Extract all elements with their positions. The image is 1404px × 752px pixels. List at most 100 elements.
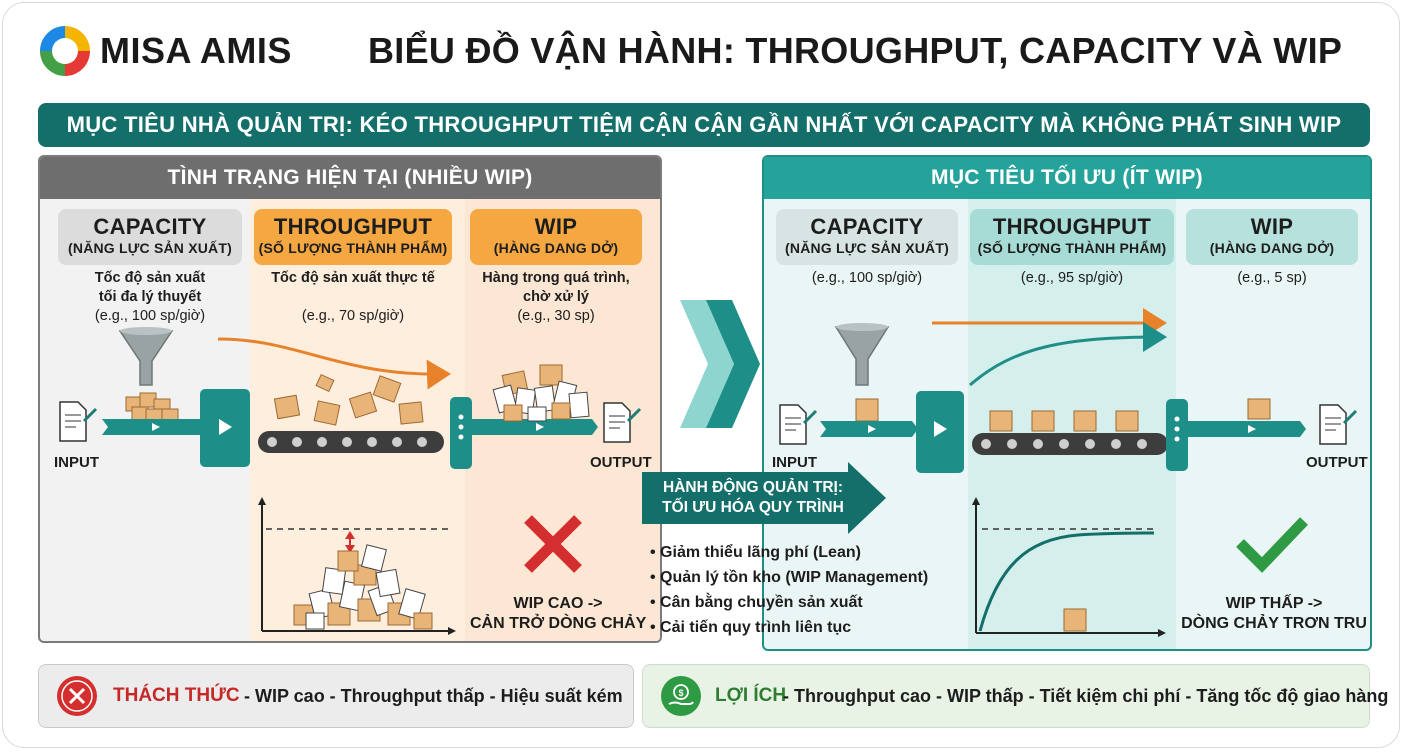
single-wip-box xyxy=(1063,608,1087,632)
benefit-text: - Throughput cao - WIP thấp - Tiết kiệm … xyxy=(783,686,1389,706)
optimal-result: WIP THẤP -> DÒNG CHẢY TRƠN TRU xyxy=(1174,594,1370,634)
optimal-result-line1: WIP THẤP -> xyxy=(1225,595,1323,612)
throughput-tag: THROUGHPUT (SỐ LƯỢNG THÀNH PHẨM) xyxy=(254,209,452,265)
challenge-bar: THÁCH THỨC - WIP cao - Throughput thấp -… xyxy=(38,664,634,728)
action-arrow xyxy=(642,462,886,534)
svg-text:$: $ xyxy=(678,688,683,698)
throughput-subtitle-right: (SỐ LƯỢNG THÀNH PHẨM) xyxy=(977,240,1167,256)
throughput-example-right: (e.g., 95 sp/giờ) xyxy=(1020,270,1124,286)
throughput-curve xyxy=(978,531,1155,632)
page-title: BIỂU ĐỒ VẬN HÀNH: THROUGHPUT, CAPACITY V… xyxy=(368,30,1343,71)
funnel-icon xyxy=(118,327,174,386)
money-hand-icon: $ xyxy=(661,676,701,716)
wip-pile xyxy=(492,364,590,422)
conveyor-icon xyxy=(258,431,444,453)
input-label: INPUT xyxy=(54,454,99,471)
capacity-desc: Tốc độ sản xuất tối đa lý thuyết (e.g., … xyxy=(58,269,242,326)
wip-tag: WIP (HÀNG DANG DỞ) xyxy=(470,209,642,265)
x-circle-icon xyxy=(57,676,97,716)
optimal-flow-diagram xyxy=(779,308,1358,473)
capacity-desc-line2: tối đa lý thuyết xyxy=(98,289,202,305)
conveyor-icon-right xyxy=(972,433,1168,455)
throughput-tag-right: THROUGHPUT (SỐ LƯỢNG THÀNH PHẨM) xyxy=(970,209,1174,265)
capacity-title: CAPACITY xyxy=(93,214,207,239)
goal-banner: MỤC TIÊU NHÀ QUẢN TRỊ: KÉO THROUGHPUT TI… xyxy=(38,103,1370,147)
capacity-subtitle-right: (NĂNG LỰC SẢN XUẤT) xyxy=(785,240,949,256)
brand-name: MISA AMIS xyxy=(100,30,292,71)
output-belt xyxy=(472,419,598,435)
benefit-bar: $ LỢI ÍCH - Throughput cao - WIP thấp - … xyxy=(642,664,1388,728)
list-item: Cân bằng chuyền sản xuất xyxy=(650,590,928,615)
action-header: HÀNH ĐỘNG QUẢN TRỊ: TỐI ƯU HÓA QUY TRÌNH xyxy=(648,478,858,518)
wip-desc: Hàng trong quá trình, chờ xử lý (e.g., 3… xyxy=(470,269,642,326)
output-label-right: OUTPUT xyxy=(1306,454,1368,471)
capacity-desc-line1: Tốc độ sản xuất xyxy=(94,270,206,286)
current-result: WIP CAO -> CẢN TRỞ DÒNG CHẢY xyxy=(470,594,646,634)
current-state-header: TÌNH TRẠNG HIỆN TẠI (NHIỀU WIP) xyxy=(40,157,660,199)
wip-title: WIP xyxy=(534,214,578,239)
challenge-label: THÁCH THỨC xyxy=(113,685,240,706)
machine-2-icon-right xyxy=(1166,399,1188,471)
box-icon xyxy=(855,398,879,422)
throughput-title-right: THROUGHPUT xyxy=(992,214,1152,239)
current-result-line2: CẢN TRỞ DÒNG CHẢY xyxy=(470,615,647,632)
throughput-subtitle: (SỐ LƯỢNG THÀNH PHẨM) xyxy=(258,240,448,256)
throughput-example: (e.g., 70 sp/giờ) xyxy=(301,308,405,324)
optimal-state-header: MỤC TIÊU TỐI ƯU (ÍT WIP) xyxy=(764,157,1370,199)
wip-box xyxy=(1247,398,1271,420)
chevron-right-icon xyxy=(680,300,760,428)
action-header-line1: HÀNH ĐỘNG QUẢN TRỊ: xyxy=(663,479,843,496)
document-output-icon xyxy=(603,402,642,443)
current-state-panel: TÌNH TRẠNG HIỆN TẠI (NHIỀU WIP) CAPACITY… xyxy=(38,155,662,643)
machine-icon xyxy=(200,389,250,467)
list-item: Cải tiến quy trình liên tục xyxy=(650,615,928,640)
list-item: Giảm thiểu lãng phí (Lean) xyxy=(650,540,928,565)
action-list: Giảm thiểu lãng phí (Lean) Quản lý tồn k… xyxy=(650,540,928,640)
document-input-icon xyxy=(59,401,98,442)
wip-example-right: (e.g., 5 sp) xyxy=(1237,270,1307,286)
scattered-boxes xyxy=(273,373,424,426)
capacity-tag-right: CAPACITY (NĂNG LỰC SẢN XUẤT) xyxy=(776,209,958,265)
wip-tag-right: WIP (HÀNG DANG DỞ) xyxy=(1186,209,1358,265)
output-belt-right xyxy=(1188,421,1306,437)
input-label-right: INPUT xyxy=(772,454,817,471)
throughput-title: THROUGHPUT xyxy=(273,214,433,239)
output-label: OUTPUT xyxy=(590,454,652,471)
wip-desc-line1: Hàng trong quá trình, xyxy=(482,270,630,286)
action-header-line2: TỐI ƯU HÓA QUY TRÌNH xyxy=(662,499,844,516)
throughput-flow-arrow xyxy=(217,337,451,390)
wip-subtitle: (HÀNG DANG DỞ) xyxy=(493,240,619,256)
document-output-icon-right xyxy=(1319,404,1358,445)
current-throughput-chart xyxy=(258,497,456,635)
optimal-result-line2: DÒNG CHẢY TRƠN TRU xyxy=(1181,615,1367,632)
list-item: Quản lý tồn kho (WIP Management) xyxy=(650,565,928,590)
throughput-arrow-right xyxy=(969,322,1167,387)
throughput-desc-line1: Tốc độ sản xuất thực tế xyxy=(271,270,435,286)
box-pile-input xyxy=(125,392,179,424)
capacity-title-right: CAPACITY xyxy=(810,214,924,239)
benefit-label: LỢI ÍCH xyxy=(715,685,787,706)
capacity-tag: CAPACITY (NĂNG LỰC SẢN XUẤT) xyxy=(58,209,242,265)
funnel-icon-right xyxy=(834,323,890,386)
wip-desc-line2: chờ xử lý xyxy=(523,289,589,305)
optimal-throughput-chart xyxy=(972,497,1166,637)
capacity-subtitle: (NĂNG LỰC SẢN XUẤT) xyxy=(68,240,232,256)
current-result-line1: WIP CAO -> xyxy=(513,595,603,612)
x-mark-icon xyxy=(524,515,582,573)
wip-example: (e.g., 30 sp) xyxy=(517,308,595,324)
current-flow-diagram xyxy=(59,327,642,469)
document-input-icon-right xyxy=(779,404,818,445)
throughput-desc: Tốc độ sản xuất thực tế (e.g., 70 sp/giờ… xyxy=(254,269,452,326)
wip-title-right: WIP xyxy=(1250,214,1294,239)
capacity-example-right: (e.g., 100 sp/giờ) xyxy=(811,270,923,286)
even-boxes xyxy=(989,410,1139,432)
machine-2-icon xyxy=(450,397,472,469)
optimal-state-panel: MỤC TIÊU TỐI ƯU (ÍT WIP) CAPACITY (NĂNG … xyxy=(762,155,1372,651)
misa-logo-icon xyxy=(40,26,90,76)
wip-subtitle-right: (HÀNG DANG DỞ) xyxy=(1209,240,1335,256)
capacity-example: (e.g., 100 sp/giờ) xyxy=(94,308,206,324)
check-mark-icon xyxy=(1236,517,1308,573)
machine-icon-right xyxy=(916,391,964,473)
challenge-text: - WIP cao - Throughput thấp - Hiệu suất … xyxy=(244,686,623,706)
wip-pile-chart xyxy=(293,544,433,630)
